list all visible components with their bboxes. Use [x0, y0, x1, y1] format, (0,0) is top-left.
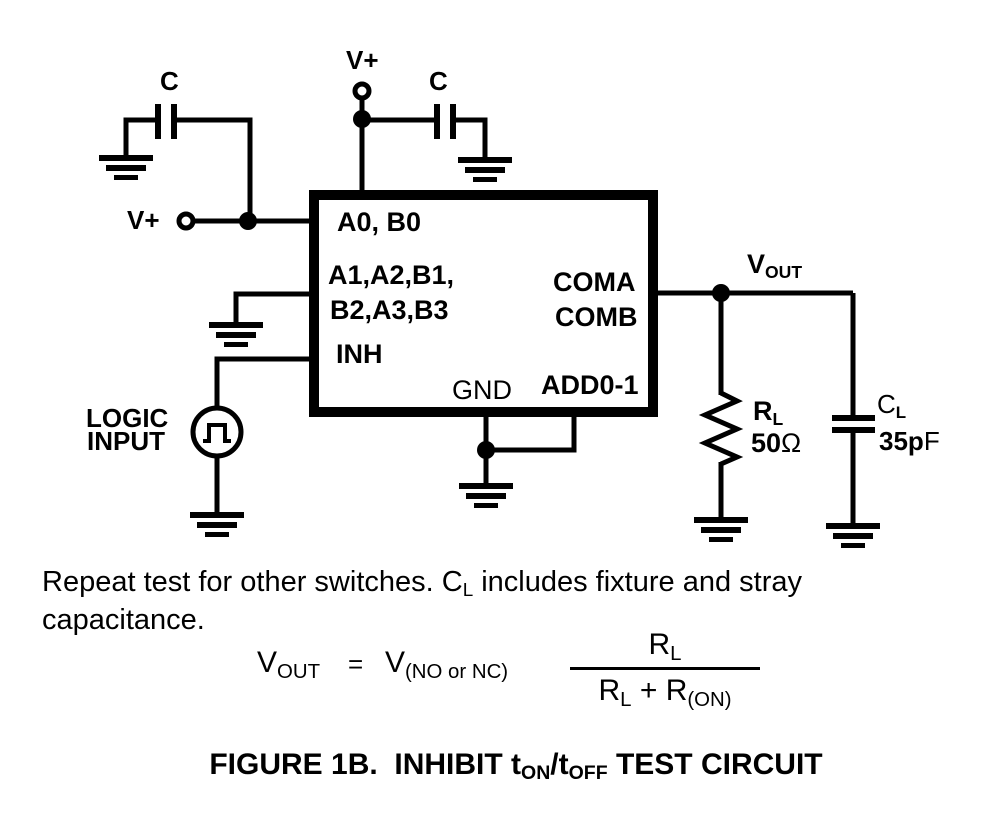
rl-value: 50 [751, 428, 782, 458]
load-resistor-rl [698, 390, 744, 467]
vout-main: V [747, 249, 766, 279]
vplus-left-label: V+ [127, 205, 160, 235]
wire [123, 99, 856, 523]
caption-mid: /t [550, 748, 569, 781]
vplus-terminal [352, 81, 372, 101]
ic-pin-label-gnd: GND [452, 375, 512, 405]
formula-denominator: RL + R(ON) [570, 667, 760, 710]
rl-unit: Ω [781, 428, 802, 458]
formula-rhs-main: V [385, 646, 406, 679]
formula-num-main: R [648, 628, 671, 661]
formula-den-r2: R [665, 674, 688, 707]
bypass-capacitor-left [155, 104, 177, 139]
load-capacitor-cl [832, 415, 875, 433]
junction-dot [477, 441, 495, 459]
formula-den-r1-sub: L [620, 689, 632, 712]
caption-sub-off: OFF [568, 762, 608, 785]
formula-rhs-sub: (NO or NC) [405, 661, 509, 684]
ic-pin-label-b2a3b3: B2,A3,B3 [330, 295, 449, 325]
caption-part2: TEST CIRCUIT [607, 748, 823, 781]
formula-lhs-main: V [257, 646, 278, 679]
ic-body [309, 190, 658, 417]
formula-den-op: + [631, 674, 666, 707]
logic-input-label-line1: LOGIC [86, 403, 169, 433]
note-line1-pre: Repeat test for other switches. C [42, 566, 463, 598]
ic-pin-label-a0b0: A0, B0 [337, 207, 422, 237]
ic-pin-label-comb: COMB [555, 302, 638, 332]
formula-den-r1: R [598, 674, 621, 707]
formula-numerator: RL [570, 626, 760, 667]
formula-equals: = [348, 649, 364, 679]
cl-value: 35p [879, 426, 924, 456]
ground-icon [694, 517, 748, 542]
vout-subscript: OUT [765, 261, 803, 282]
vout-label: VOUT [747, 249, 802, 281]
ic-pin-label-add01: ADD0-1 [541, 370, 639, 400]
junction-dot [353, 110, 371, 128]
caption-part1: FIGURE 1B. INHIBIT t [209, 748, 522, 781]
rl-main: R [753, 396, 773, 426]
note-line2: capacitance. [42, 604, 205, 636]
formula-rhs: V(NO or NC) [385, 646, 508, 683]
ground-icon [209, 322, 263, 347]
ground-icon [99, 155, 153, 180]
cl-unit: F [923, 426, 940, 456]
formula-lhs-sub: OUT [277, 661, 321, 684]
bypass-capacitor-right [434, 104, 456, 139]
ground-icon [190, 512, 244, 537]
rl-value-label: 50Ω [751, 430, 801, 457]
cl-subscript: L [895, 402, 907, 422]
note-line1: Repeat test for other switches. CL inclu… [42, 566, 802, 601]
ic-pin-label-inh: INH [336, 339, 383, 369]
logic-input-label-line2: INPUT [87, 426, 165, 456]
cl-main: C [877, 389, 896, 419]
ic-pin-label-coma: COMA [553, 267, 636, 297]
figure-caption: FIGURE 1B. INHIBIT tON/tOFF TEST CIRCUIT [16, 748, 1000, 784]
junction-dot [239, 212, 257, 230]
rl-name-label: RL [753, 396, 783, 428]
formula-fraction: RL RL + R(ON) [570, 626, 760, 710]
vplus-terminal [176, 211, 196, 231]
ic-pin-label-a1a2b1: A1,A2,B1, [328, 260, 455, 290]
junction-dot [712, 284, 730, 302]
ground-icon [459, 483, 513, 508]
rl-subscript: L [772, 408, 784, 429]
note-line1-post: includes fixture and stray [473, 566, 802, 598]
note-line1-sub: L [462, 579, 474, 601]
caption-sub-on: ON [521, 762, 551, 785]
formula-num-sub: L [670, 643, 682, 666]
formula-den-r2-sub: (ON) [687, 689, 732, 712]
ground-icon [826, 523, 880, 548]
cap2-label: C [429, 66, 448, 96]
cap1-label: C [160, 66, 179, 96]
pulse-source-icon [190, 405, 244, 459]
vplus-top-label: V+ [346, 45, 379, 75]
ground-icon [458, 157, 512, 182]
formula-lhs: VOUT [257, 646, 320, 683]
cl-value-label: 35pF [879, 428, 940, 454]
cl-name-label: CL [877, 389, 906, 421]
